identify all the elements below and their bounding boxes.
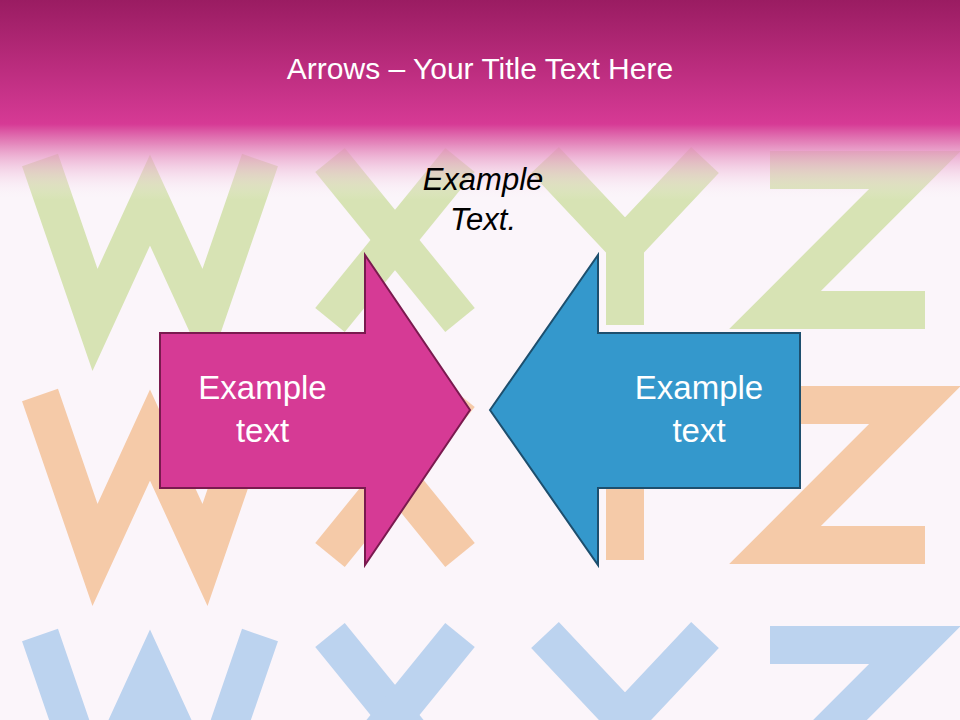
arrow-label: Example text (170, 367, 355, 453)
slide-title: Arrows – Your Title Text Here (0, 52, 960, 86)
arrow-shape (160, 255, 470, 565)
arrow-outline (160, 255, 470, 565)
arrow-label: Example text (608, 367, 790, 453)
arrow-shape (490, 255, 800, 565)
left-arrow: Example text (490, 255, 800, 565)
note-text: Example Text. (393, 160, 573, 241)
arrow-outline (490, 255, 800, 565)
faded-letters (40, 160, 925, 720)
right-arrow: Example text (160, 255, 470, 565)
